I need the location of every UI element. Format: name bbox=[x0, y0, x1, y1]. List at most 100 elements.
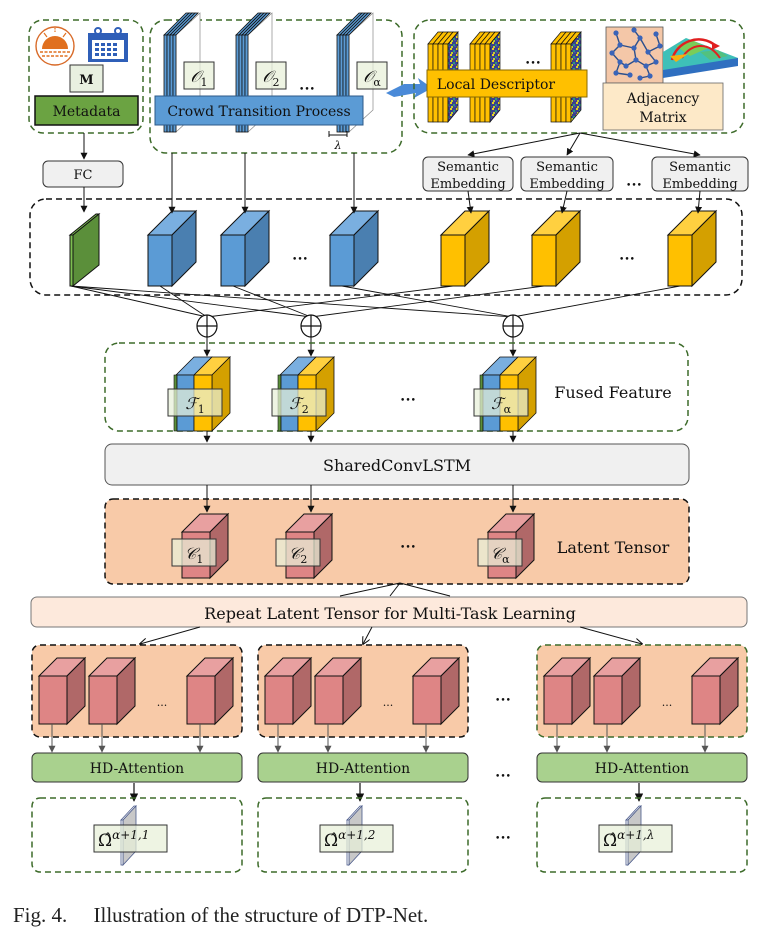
crowd-frame-label: 𝒪1 bbox=[183, 61, 215, 90]
output-label-box: Ω̂α+1,1 bbox=[93, 824, 168, 853]
adjacency-label-line2: Matrix bbox=[639, 110, 686, 126]
connector-line bbox=[399, 582, 451, 597]
connector-arrow bbox=[467, 132, 581, 158]
hd-attention-box bbox=[31, 752, 243, 783]
svg-text:ℱα: ℱα bbox=[491, 394, 512, 416]
fusion-line bbox=[206, 285, 454, 318]
add-operator-icon bbox=[196, 314, 218, 338]
task-latent-cube bbox=[185, 656, 235, 726]
repeat-bar bbox=[30, 596, 748, 628]
task-ellipsis-3: ••• bbox=[495, 834, 511, 844]
hd-attention-label: HD-Attention bbox=[90, 761, 184, 777]
connector-arrow bbox=[559, 190, 568, 214]
adjacency-box bbox=[602, 82, 724, 131]
repeat-label: Repeat Latent Tensor for Multi-Task Lear… bbox=[204, 604, 576, 623]
task-ellipsis-1: ••• bbox=[495, 696, 511, 706]
crowd-transition-bar bbox=[154, 95, 364, 126]
task-latent-cube bbox=[542, 656, 592, 726]
fused-ellipsis: ••• bbox=[400, 396, 416, 406]
fused-feature-label-box: ℱ1 bbox=[167, 388, 223, 417]
fused-feature-label-box: ℱ2 bbox=[271, 388, 327, 417]
connector-arrow bbox=[140, 626, 201, 644]
latent-tensor-label: Latent Tensor bbox=[557, 538, 670, 557]
spatial-dashed-frame bbox=[413, 19, 745, 134]
crowd-frame-label: 𝒪α bbox=[356, 61, 388, 90]
task-latent-cube bbox=[690, 656, 740, 726]
semantic-feature-cube bbox=[530, 209, 582, 288]
spatial-group: Local Descriptor ••• bbox=[413, 19, 745, 134]
task-output-frame bbox=[536, 797, 748, 873]
fusion-connections bbox=[70, 285, 681, 357]
lambda-label: λ bbox=[334, 139, 342, 152]
semantic-feature-cube bbox=[439, 209, 491, 288]
task-latent-cube bbox=[87, 656, 137, 726]
connector-arrow bbox=[579, 132, 701, 158]
semantic-embedding-line1: Semantic bbox=[437, 160, 499, 175]
task-latent-cube bbox=[411, 656, 461, 726]
crowd-feature-cube bbox=[328, 209, 380, 288]
crowd-transition-label: Crowd Transition Process bbox=[167, 104, 350, 120]
calendar-icon bbox=[88, 27, 128, 62]
crowd-ellipsis: ••• bbox=[299, 85, 315, 95]
svg-text:ℱ2: ℱ2 bbox=[289, 394, 309, 416]
connector-arrow bbox=[579, 626, 642, 644]
metadata-feature-slab bbox=[68, 212, 101, 288]
sunrise-icon bbox=[35, 26, 75, 66]
fusion-line bbox=[159, 285, 208, 318]
flow-arrow-icon bbox=[386, 78, 432, 98]
semantic-embedding-line1: Semantic bbox=[536, 160, 598, 175]
output-label: Ω̂α+1,2 bbox=[324, 828, 375, 851]
task-ellipsis-2: ••• bbox=[495, 772, 511, 782]
metadata-symbol-box bbox=[69, 64, 104, 93]
semantic-ellipsis: ••• bbox=[626, 181, 642, 191]
fusion-line bbox=[70, 285, 514, 318]
task-output-frame bbox=[31, 797, 243, 873]
output-label: Ω̂α+1,λ bbox=[603, 828, 654, 851]
output-label-box: Ω̂α+1,λ bbox=[598, 824, 673, 853]
semantic-embedding-line2: Embedding bbox=[529, 177, 604, 192]
task-latent-cube bbox=[263, 656, 313, 726]
latent-tensor-label-box: 𝒞2 bbox=[275, 538, 321, 567]
hd-attention-box bbox=[257, 752, 469, 783]
task-inner-ellipsis: ... bbox=[157, 696, 168, 709]
shared-convlstm-box bbox=[104, 443, 690, 486]
task-output-frame bbox=[257, 797, 469, 873]
latent-ellipsis: ••• bbox=[400, 543, 416, 553]
semantic-embedding-line2: Embedding bbox=[430, 177, 505, 192]
fusion-line bbox=[512, 285, 681, 318]
task-inner-ellipsis: ... bbox=[383, 696, 394, 709]
output-label-box: Ω̂α+1,2 bbox=[319, 824, 394, 853]
fc-box bbox=[42, 160, 124, 188]
svg-text:ℱ1: ℱ1 bbox=[185, 394, 205, 416]
heatmap-icon bbox=[663, 38, 738, 78]
connector-line bbox=[339, 582, 401, 597]
crowd-frame-stack: 𝒪1 bbox=[163, 12, 215, 133]
add-operator-icon bbox=[300, 314, 322, 338]
metadata-dashed-frame bbox=[28, 19, 144, 134]
metadata-symbol: M bbox=[79, 73, 93, 88]
fusion-line bbox=[232, 285, 312, 318]
crowd-feature-cube bbox=[219, 209, 271, 288]
figure-caption: Fig. 4. Illustration of the structure of… bbox=[13, 903, 429, 927]
feature-row-dashed-frame bbox=[29, 198, 743, 296]
latent-tensor-label-box: 𝒞α bbox=[477, 538, 523, 567]
fused-dashed-frame bbox=[104, 342, 689, 432]
metadata-label: Metadata bbox=[53, 104, 121, 120]
connector-arrow bbox=[695, 190, 703, 214]
shared-convlstm-label: SharedConvLSTM bbox=[323, 456, 471, 475]
connector-line bbox=[389, 582, 401, 597]
blue-feature-ellipsis: ••• bbox=[292, 255, 308, 265]
semantic-embedding-group: SemanticEmbeddingSemanticEmbeddingSemant… bbox=[422, 132, 749, 192]
hd-attention-label: HD-Attention bbox=[316, 761, 410, 777]
hd-attention-label: HD-Attention bbox=[595, 761, 689, 777]
metadata-box bbox=[34, 95, 139, 126]
metadata-group: M Metadata bbox=[28, 19, 144, 134]
fusion-line bbox=[70, 285, 208, 318]
